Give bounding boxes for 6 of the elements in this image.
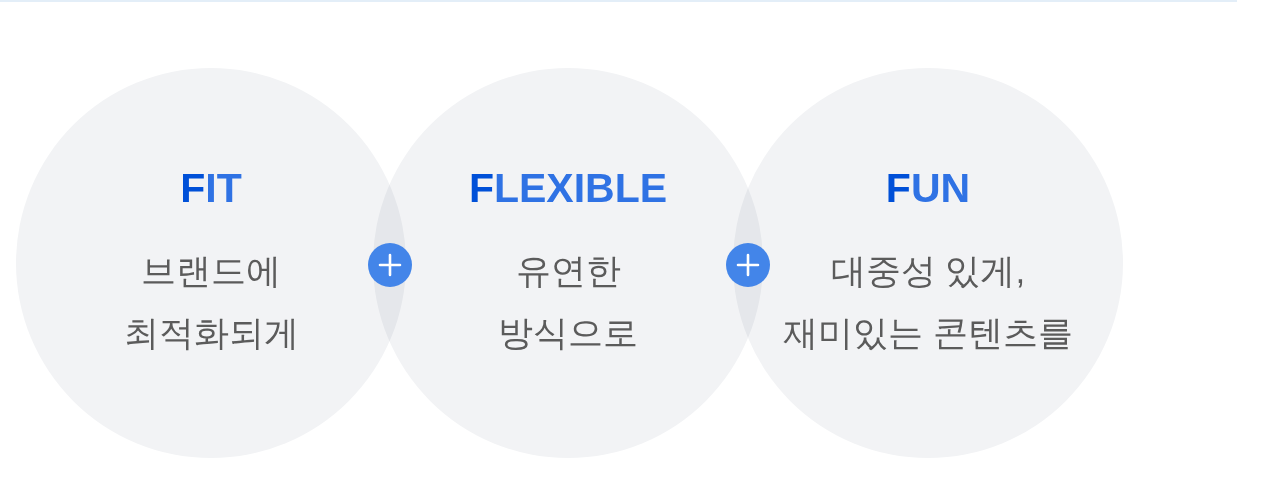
- circle-text: 유연한 방식으로: [497, 249, 639, 354]
- circle-text: 브랜드에 최적화되게: [122, 249, 300, 354]
- circle-title: FIT: [180, 163, 242, 213]
- circle-title: FLEXIBLE: [468, 163, 668, 213]
- circle-text: 대중성 있게, 재미있는 콘텐츠를: [782, 249, 1074, 354]
- circle-title: FUN: [885, 163, 971, 213]
